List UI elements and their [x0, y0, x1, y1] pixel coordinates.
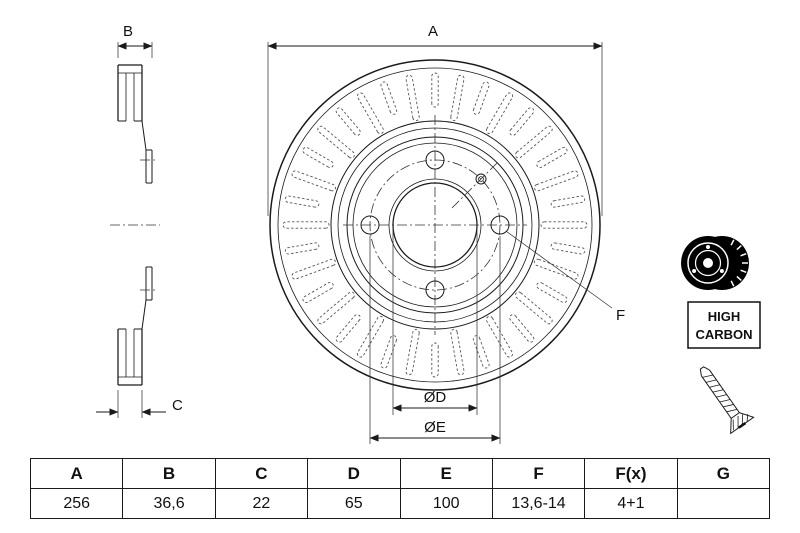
dim-b-label: B [123, 23, 133, 40]
dim-c-label: C [172, 397, 183, 414]
table-header-cell-g: G [676, 458, 771, 489]
high-carbon-line1: HIGH [708, 309, 741, 324]
locating-hole [475, 173, 487, 185]
table-header-cell-b: B [122, 458, 216, 489]
table-value-cell-fx: 4+1 [584, 488, 678, 519]
table-value-cell-d: 65 [307, 488, 401, 519]
table-header-row: A B C D E F F(x) G [29, 458, 771, 489]
dim-a-label: A [428, 23, 438, 40]
bolt-holes [360, 150, 510, 300]
side-section-view [110, 64, 160, 386]
dimension-c: C [96, 390, 183, 418]
technical-drawing: B C [96, 23, 761, 444]
dim-e-label: ØE [424, 419, 446, 436]
dimension-a: A [267, 23, 603, 216]
table-header-cell-e: E [399, 458, 493, 489]
high-carbon-badge: HIGH CARBON [687, 301, 761, 349]
table-header-cell-c: C [214, 458, 309, 489]
dimension-e: ØE [369, 236, 501, 444]
table-header-cell-f: F [491, 458, 586, 489]
dimension-table-wrap: A B C D E F F(x) G 256 36,6 22 65 100 13… [29, 458, 771, 519]
dimension-f: F [506, 231, 625, 324]
dim-f-label: F [616, 307, 625, 324]
table-header-cell-a: A [29, 458, 124, 489]
table-header-cell-fx: F(x) [584, 458, 678, 489]
table-value-row: 256 36,6 22 65 100 13,6-14 4+1 [29, 488, 771, 519]
table-value-cell-f: 13,6-14 [491, 488, 586, 519]
table-header-cell-d: D [307, 458, 401, 489]
vent-slots [282, 72, 588, 378]
table-value-cell-e: 100 [399, 488, 493, 519]
high-carbon-line2: CARBON [695, 327, 752, 342]
front-view [269, 59, 601, 391]
dimension-table: A B C D E F F(x) G 256 36,6 22 65 100 13… [29, 458, 771, 519]
table-value-cell-c: 22 [214, 488, 309, 519]
dimension-d: ØD [392, 230, 478, 415]
brake-disc-3d-icon [681, 236, 749, 290]
dimension-b: B [117, 23, 153, 58]
table-value-cell-a: 256 [29, 488, 124, 519]
table-value-cell-b: 36,6 [122, 488, 216, 519]
countersunk-screw-icon [699, 366, 755, 435]
table-value-cell-g [676, 488, 771, 519]
dim-d-label: ØD [424, 389, 447, 406]
